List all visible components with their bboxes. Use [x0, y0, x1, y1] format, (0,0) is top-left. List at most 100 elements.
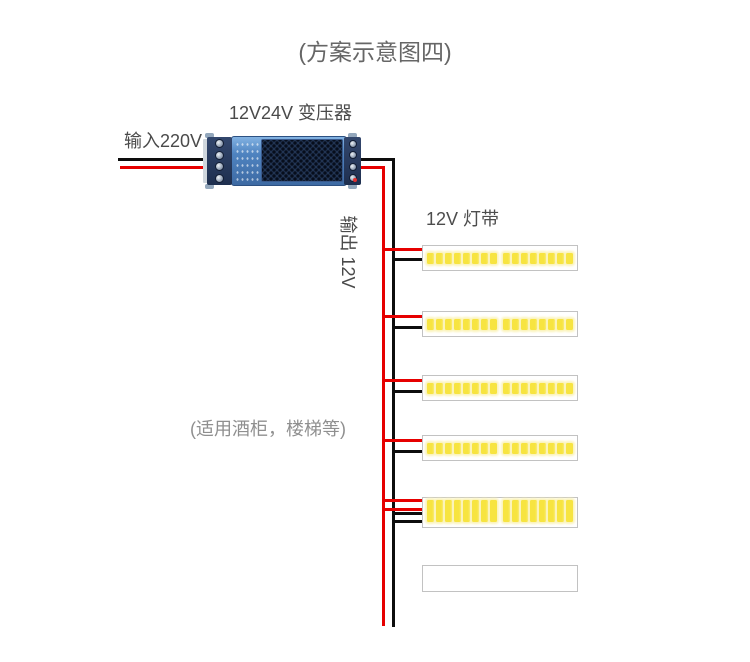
led-chip: [490, 442, 497, 454]
led-chip: [557, 442, 564, 454]
wire-branch-black-4: [392, 450, 426, 453]
led-chip: [463, 500, 470, 522]
led-chip: [463, 382, 470, 394]
led-chip: [427, 442, 434, 454]
led-chip: [503, 382, 510, 394]
terminal-screw: [215, 139, 224, 149]
led-chip: [427, 318, 434, 330]
led-chip: [436, 382, 443, 394]
led-chip: [436, 500, 443, 522]
led-chip: [548, 500, 555, 522]
transformer-output-terminal: [344, 137, 361, 185]
wire-branch-black-3: [392, 390, 426, 393]
transformer-device: [203, 133, 361, 189]
diagram-title: (方案示意图四): [298, 39, 452, 65]
terminal-screw: [348, 162, 357, 171]
wire-branch-red-4: [382, 439, 426, 442]
led-chip: [436, 442, 443, 454]
led-chip: [503, 252, 510, 264]
led-chip: [490, 252, 497, 264]
led-strip-2: [422, 311, 578, 337]
led-chip: [472, 318, 479, 330]
led-chip: [481, 318, 488, 330]
terminal-screw: [215, 173, 224, 183]
led-chip: [566, 382, 573, 394]
transformer-mount-tab: [205, 184, 214, 189]
led-chip: [445, 442, 452, 454]
terminal-screw: [348, 140, 357, 149]
led-chip: [512, 500, 519, 522]
wire-branch-black-5a: [392, 512, 426, 515]
led-strip-1: [422, 245, 578, 271]
led-chip: [530, 252, 537, 264]
transformer-vent-mesh: [261, 139, 343, 182]
led-chip: [454, 382, 461, 394]
led-strip-3: [422, 375, 578, 401]
led-chip: [539, 252, 546, 264]
input-voltage-label: 输入220V: [124, 131, 203, 151]
led-chip: [481, 442, 488, 454]
wire-branch-red-3: [382, 379, 426, 382]
led-chip: [427, 500, 434, 522]
led-chip: [454, 318, 461, 330]
led-chip: [472, 382, 479, 394]
led-chip: [472, 500, 479, 522]
led-chip: [512, 382, 519, 394]
led-chip: [557, 382, 564, 394]
led-chip: [427, 252, 434, 264]
led-chip: [521, 252, 528, 264]
led-strip-6-empty: [422, 565, 578, 592]
led-chip: [539, 318, 546, 330]
power-indicator-dot: [353, 178, 357, 182]
led-chip: [521, 382, 528, 394]
led-chip: [427, 382, 434, 394]
led-chip: [503, 318, 510, 330]
led-chip: [539, 500, 546, 522]
led-chip: [566, 442, 573, 454]
led-chip: [539, 442, 546, 454]
led-chip: [481, 500, 488, 522]
wire-branch-red-5b: [382, 508, 426, 511]
wire-branch-black-5b: [392, 520, 426, 523]
transformer-label: 12V24V 变压器: [229, 103, 353, 123]
led-chip: [512, 318, 519, 330]
led-chip: [539, 382, 546, 394]
led-chip: [566, 252, 573, 264]
wire-branch-black-2: [392, 326, 426, 329]
led-chip: [521, 442, 528, 454]
led-chip: [566, 500, 573, 522]
led-chip: [530, 318, 537, 330]
led-chip: [436, 252, 443, 264]
led-chip: [521, 500, 528, 522]
led-chip: [548, 442, 555, 454]
transformer-spec-text: [235, 141, 260, 181]
led-chip: [503, 500, 510, 522]
led-chip: [530, 382, 537, 394]
transformer-mount-tab: [205, 133, 214, 138]
wire-output-trunk-red: [382, 166, 385, 626]
led-chip: [445, 500, 452, 522]
led-chip: [454, 500, 461, 522]
usage-note-label: (适用酒柜，楼梯等): [190, 419, 346, 439]
led-chip: [530, 442, 537, 454]
led-chip: [503, 442, 510, 454]
led-chip: [490, 382, 497, 394]
led-chip: [481, 382, 488, 394]
wire-branch-red-2: [382, 315, 426, 318]
led-chip: [445, 318, 452, 330]
led-chip: [557, 318, 564, 330]
led-chip: [463, 318, 470, 330]
terminal-screw: [215, 162, 224, 172]
led-chip: [454, 252, 461, 264]
transformer-mount-tab: [348, 184, 357, 189]
transformer-end-plate: [203, 139, 208, 183]
terminal-screw: [215, 150, 224, 160]
led-chip: [454, 442, 461, 454]
led-chip: [548, 252, 555, 264]
led-chip: [445, 382, 452, 394]
led-chip: [557, 500, 564, 522]
led-chip: [512, 442, 519, 454]
led-chip: [463, 442, 470, 454]
led-chip: [490, 318, 497, 330]
wire-branch-red-5a: [382, 499, 426, 502]
